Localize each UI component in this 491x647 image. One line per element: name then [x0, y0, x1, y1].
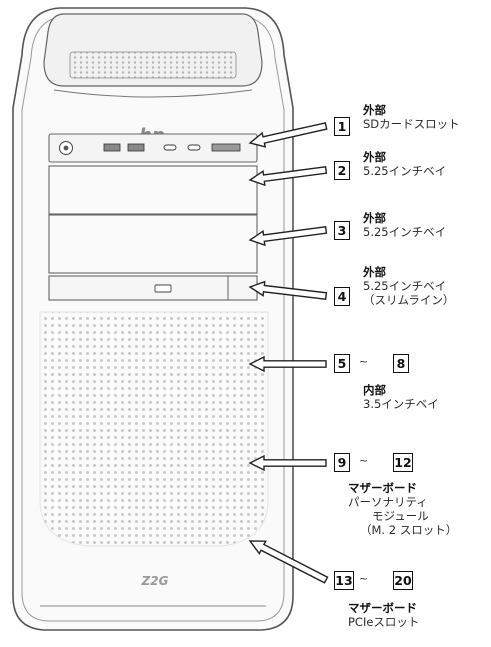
callout-title: マザーボード — [348, 481, 417, 495]
callout-title: 内部 — [363, 383, 386, 397]
callout-description: （スリムライン） — [363, 293, 455, 307]
callout-description: モジュール — [372, 509, 429, 523]
callout-arrow-c3 — [248, 226, 328, 247]
callout-number-c2: 2 — [334, 161, 350, 180]
range-separator: ~ — [359, 572, 369, 585]
callout-title: 外部 — [363, 211, 386, 225]
callout-description: 5.25インチベイ — [363, 225, 447, 239]
arrows-group — [248, 122, 329, 584]
usb-c-port-icon — [187, 144, 201, 151]
bay-5-25-upper — [48, 165, 258, 215]
callout-label-c6: マザーボードパーソナリティモジュール（M. 2 スロット） — [348, 481, 457, 537]
callout-number-c6: 9 — [334, 453, 350, 472]
callout-description: 5.25インチベイ — [363, 279, 447, 293]
callout-arrow-c7 — [248, 540, 329, 584]
callout-title: 外部 — [363, 265, 386, 279]
model-badge: Z2G — [141, 574, 169, 588]
callout-number-c7: 13 — [334, 571, 354, 590]
callout-title: マザーボード — [348, 601, 417, 615]
usb-a-port-icon — [127, 143, 145, 152]
usb-c-port-icon — [163, 144, 177, 151]
sd-card-slot-icon — [211, 143, 241, 152]
callout-title: 外部 — [363, 103, 386, 117]
callout-number-end-c5: 8 — [393, 354, 409, 373]
front-mesh-grille — [40, 312, 268, 546]
slim-eject-button-icon — [154, 284, 172, 293]
callout-title: 外部 — [363, 150, 386, 164]
handle-vent — [69, 51, 237, 79]
callout-arrow-c2 — [248, 166, 328, 187]
callout-number-c1: 1 — [334, 117, 350, 136]
callout-number-c3: 3 — [334, 221, 350, 240]
handle-arch — [53, 89, 253, 98]
callout-description: 3.5インチベイ — [363, 397, 439, 411]
callout-description: SDカードスロット — [363, 117, 460, 131]
bay-slim — [48, 275, 258, 301]
range-separator: ~ — [359, 355, 369, 368]
callout-arrow-c4 — [248, 280, 328, 300]
callout-number-c5: 5 — [334, 354, 350, 373]
callout-number-end-c6: 12 — [393, 453, 413, 472]
usb-a-port-icon — [103, 143, 121, 152]
callout-description: 5.25インチベイ — [363, 164, 447, 178]
callout-description: PCIeスロット — [348, 615, 420, 629]
bay-5-25-lower — [48, 214, 258, 274]
range-separator: ~ — [359, 454, 369, 467]
callout-number-c4: 4 — [334, 287, 350, 306]
callout-arrow-c6 — [248, 454, 327, 472]
callout-description: （M. 2 スロット） — [360, 523, 458, 537]
callout-arrow-c1 — [248, 122, 328, 148]
front-io-panel — [48, 133, 258, 163]
callout-number-end-c7: 20 — [393, 571, 413, 590]
callout-description: パーソナリティ — [348, 495, 428, 509]
case-inner-edge — [21, 15, 285, 622]
callout-arrow-c5 — [248, 355, 327, 373]
